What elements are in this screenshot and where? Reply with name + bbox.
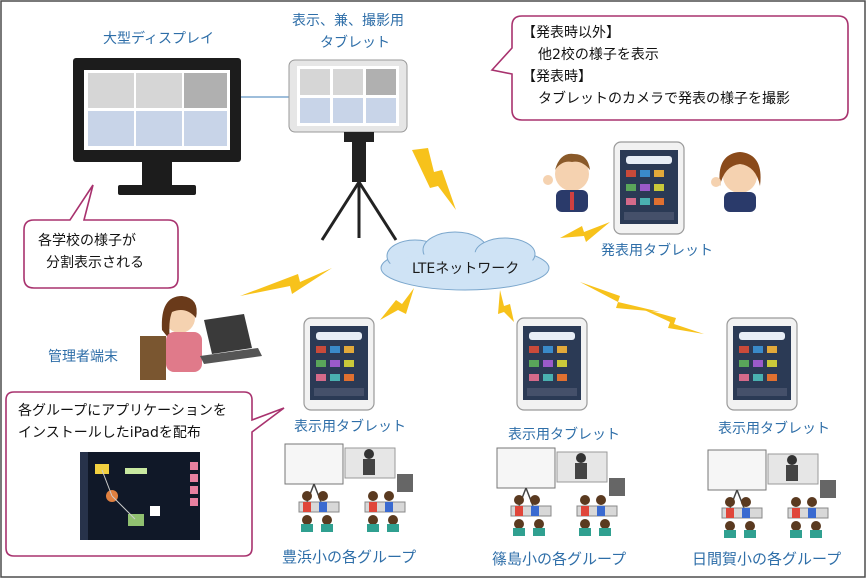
ipad-distribution-line1: 各グループにアプリケーションを <box>18 403 227 419</box>
admin-terminal-label: 管理者端末 <box>48 349 118 365</box>
school-2-label: 篠島小の各グループ <box>492 550 627 568</box>
split-display-line2: 分割表示される <box>46 255 144 271</box>
bolt-tablet-3b <box>640 308 704 334</box>
large-display <box>73 58 241 195</box>
bolt-tablet-2 <box>498 290 514 322</box>
presenter-tablet <box>613 141 685 235</box>
tablet-modes-line1: 【発表時以外】 <box>522 25 620 41</box>
callout-split-display <box>23 184 179 289</box>
tablet-modes-line3: 【発表時】 <box>522 69 592 85</box>
presenter-girl <box>711 152 761 212</box>
display-tablet-1 <box>303 317 375 411</box>
display-tablet-2-label: 表示用タブレット <box>508 427 620 443</box>
display-tablet-2 <box>516 317 588 411</box>
display-tablet-1-label: 表示用タブレット <box>294 419 406 435</box>
camera-tablet-label-line2: タブレット <box>320 35 390 51</box>
bolt-admin <box>240 268 332 296</box>
tablet-modes-text: 【発表時以外】 他2校の様子を表示 【発表時】 タブレットのカメラで発表の様子を… <box>522 22 790 110</box>
lightning-bolts <box>240 148 704 334</box>
school-1-label: 豊浜小の各グループ <box>282 548 417 566</box>
admin-terminal <box>140 296 262 380</box>
presenter-tablet-label: 発表用タブレット <box>601 243 713 259</box>
bolt-tablet-3a <box>580 282 660 312</box>
split-display-text: 各学校の様子が 分割表示される <box>38 230 144 274</box>
ipad-distribution-line2: インストールしたiPadを配布 <box>18 425 201 441</box>
lte-cloud <box>380 231 550 291</box>
camera-tablet-label-line1: 表示、兼、撮影用 <box>292 13 404 29</box>
tripod <box>320 132 398 241</box>
app-screenshot <box>80 452 200 540</box>
ipad-distribution-text: 各グループにアプリケーションを インストールしたiPadを配布 <box>18 400 227 444</box>
bolt-tablet-1 <box>380 288 414 320</box>
network-label: LTEネットワーク <box>412 261 520 277</box>
school-3-label: 日間賀小の各グループ <box>692 550 842 568</box>
tablet-modes-line2: 他2校の様子を表示 <box>538 47 659 63</box>
presenter-boy <box>543 153 590 212</box>
bolt-presenter <box>560 222 610 242</box>
display-tablet-3 <box>726 317 798 411</box>
display-tablet-3-label: 表示用タブレット <box>718 421 830 437</box>
display-label: 大型ディスプレイ <box>103 31 215 47</box>
bolt-camera <box>412 148 456 210</box>
tablet-modes-line4: タブレットのカメラで発表の様子を撮影 <box>538 91 790 107</box>
callout-tablet-modes <box>490 15 849 121</box>
split-display-line1: 各学校の様子が <box>38 233 136 249</box>
camera-tablet <box>288 59 408 133</box>
